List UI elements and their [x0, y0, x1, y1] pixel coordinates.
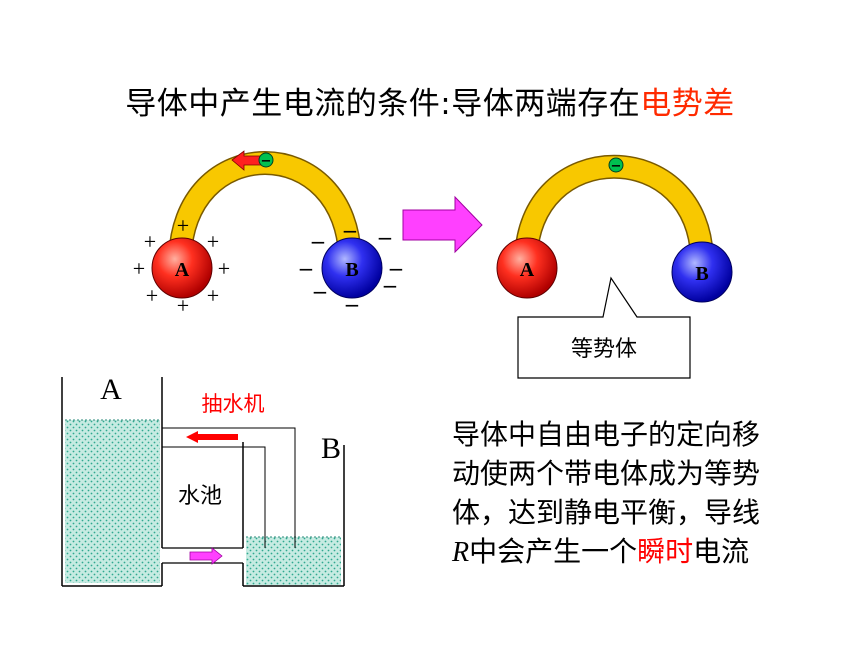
title-main: 导体中产生电流的条件:导体两端存在	[125, 86, 641, 122]
pump-flow-arrow	[186, 431, 238, 443]
sphere-a-right	[496, 237, 558, 299]
svg-text:+: +	[144, 229, 156, 254]
negative-charges: − − − − − − − −	[298, 219, 405, 317]
pump-label: 抽水机	[202, 392, 265, 416]
svg-text:−: −	[611, 159, 622, 174]
positive-charges: + + + + + + + +	[133, 213, 230, 318]
svg-text:−: −	[344, 293, 361, 317]
description-line-4: R中会产生一个瞬时电流	[452, 532, 852, 572]
description-line-4-end: 电流	[693, 535, 750, 568]
tank-a-label: A	[100, 373, 122, 406]
svg-text:+: +	[218, 256, 230, 281]
svg-text:+: +	[146, 283, 158, 308]
description-paragraph: 导体中自由电子的定向移 动使两个带电体成为等势 体，达到静电平衡，导线 R中会产…	[452, 415, 852, 572]
svg-text:−: −	[310, 230, 327, 254]
description-line-4-mid: 中会产生一个	[469, 535, 638, 568]
svg-text:+: +	[207, 283, 219, 308]
equipotential-callout	[517, 276, 691, 379]
resistor-symbol: R	[452, 537, 470, 568]
svg-text:−: −	[377, 226, 394, 250]
svg-text:+: +	[177, 213, 189, 238]
sphere-b-left-label: B	[345, 259, 358, 281]
sphere-a-right-label: A	[520, 259, 535, 281]
description-line-2: 动使两个带电体成为等势	[452, 457, 761, 490]
svg-text:−: −	[261, 154, 272, 169]
sphere-b-left	[321, 237, 383, 299]
right-conductor-diagram: − A B 等势体	[496, 154, 733, 379]
svg-text:+: +	[177, 293, 189, 318]
callout-text: 等势体	[571, 337, 637, 362]
pool-label: 水池	[178, 484, 222, 509]
tank-b-label: B	[321, 432, 341, 465]
page-title: 导体中产生电流的条件:导体两端存在电势差	[0, 78, 860, 123]
description-line-3: 体，达到静电平衡，导线	[452, 496, 761, 529]
electron-icon-left: −	[258, 152, 274, 169]
svg-text:−: −	[382, 274, 399, 298]
svg-text:+: +	[207, 229, 219, 254]
tank-a-water	[65, 420, 160, 583]
svg-text:−: −	[342, 219, 359, 243]
sphere-a-left-label: A	[175, 259, 190, 281]
sphere-b-right	[671, 241, 733, 303]
flow-arrow-bottom	[189, 547, 223, 565]
sphere-a-left	[151, 237, 213, 299]
svg-text:−: −	[312, 280, 329, 304]
title-highlight: 电势差	[640, 86, 735, 122]
left-conductor-diagram: − A B + + + + + + + + − − − − − − − −	[133, 150, 405, 318]
electron-icon-right: −	[608, 157, 624, 174]
transition-arrow	[402, 195, 483, 254]
svg-text:+: +	[133, 256, 145, 281]
svg-text:−: −	[388, 257, 405, 281]
sphere-b-right-label: B	[695, 263, 708, 285]
description-line-1: 导体中自由电子的定向移	[452, 418, 761, 451]
description-highlight: 瞬时	[637, 535, 694, 568]
svg-text:−: −	[298, 257, 315, 281]
tank-b-water	[246, 537, 341, 585]
water-analogy-diagram: A B 抽水机 水池	[61, 373, 345, 587]
